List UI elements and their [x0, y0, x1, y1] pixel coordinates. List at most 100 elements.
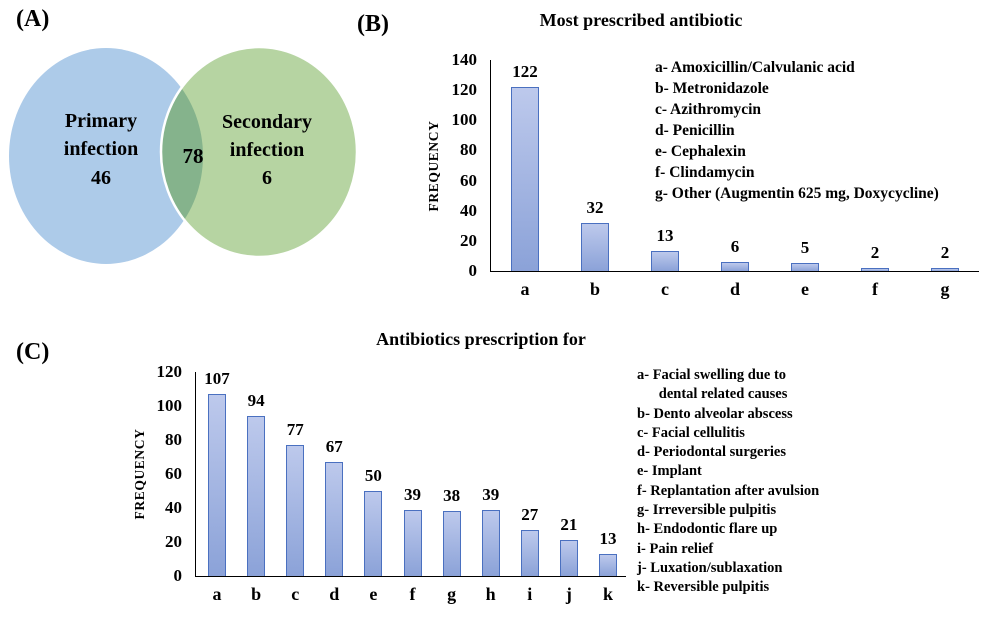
legend-line: c- Facial cellulitis	[637, 424, 745, 441]
venn-diagram: Primary infection 46 Secondary infection…	[9, 45, 359, 264]
bar-value-label: 50	[364, 466, 382, 485]
venn-left-value: 46	[91, 167, 111, 189]
legend-line: i- Pain relief	[637, 540, 714, 557]
venn-right-title-line2: infection	[230, 139, 304, 161]
bar-f	[861, 268, 889, 271]
venn-intersection-value: 78	[183, 144, 204, 168]
x-axis-category-label: b	[251, 584, 262, 604]
bar-value-label: 5	[800, 238, 810, 258]
x-axis-category-label: h	[485, 584, 496, 604]
x-axis-category-label: c	[661, 279, 669, 299]
bar-value-label: 32	[586, 197, 604, 217]
bar-value-label: 122	[512, 62, 538, 82]
bar-value-label: 2	[940, 243, 950, 262]
y-axis-tick-label: 0	[468, 261, 478, 280]
bar-value-label: 39	[404, 484, 421, 504]
x-axis-category-label: g	[447, 584, 457, 604]
bar-c	[286, 445, 305, 576]
panel-c-label: (C)	[16, 339, 50, 365]
bar-e	[364, 491, 383, 576]
venn-left-circle	[9, 48, 203, 264]
bar-value-label: 38	[443, 486, 461, 506]
chart-b-plot-area: 0 20 40 60 80 100 120 140 122 a 32 b 13 c 6 d 5 e 2 f 2 g	[452, 50, 979, 299]
y-axis-tick-label: 40	[165, 498, 182, 517]
venn-left-title-line1: Primary	[65, 110, 137, 132]
x-axis-category-label: a	[520, 279, 530, 299]
y-axis-tick-label: 60	[460, 170, 477, 190]
legend-line: d- Penicillin	[655, 122, 735, 139]
x-axis-category-label: f	[872, 279, 878, 299]
y-axis-tick-label: 120	[451, 80, 478, 100]
bar-b	[247, 416, 266, 576]
legend-line: k- Reversible pulpitis	[637, 579, 770, 596]
chart-b-title: Most prescribed antibiotic	[539, 10, 743, 30]
venn-right-circle-outline	[159, 45, 359, 259]
y-axis-tick-label: 20	[460, 230, 477, 250]
legend-line: h- Endodontic flare up	[637, 521, 778, 538]
x-axis-category-label: f	[409, 584, 416, 604]
x-axis-category-label: g	[940, 279, 950, 299]
y-axis-tick-label: 80	[460, 140, 477, 160]
venn-left-title-line2: infection	[64, 138, 138, 160]
x-axis-category-label: e	[801, 279, 809, 299]
x-axis-category-label: d	[329, 584, 340, 604]
bar-k	[599, 553, 617, 576]
bar-value-label: 2	[870, 243, 880, 262]
bar-a	[208, 394, 226, 576]
chart-c-title: Antibiotics prescription for	[376, 329, 586, 349]
bar-g	[442, 511, 461, 576]
x-axis-category-label: d	[729, 279, 740, 299]
x-axis-category-label: b	[589, 279, 600, 299]
bar-d	[325, 462, 344, 576]
x-axis-category-label: e	[369, 584, 378, 604]
bar-value-label: 107	[204, 369, 230, 389]
bar-value-label: 27	[521, 505, 539, 525]
bar-value-label: 6	[730, 236, 740, 256]
x-axis-category-label: a	[212, 584, 222, 604]
y-axis-tick-label: 40	[460, 200, 477, 220]
legend-line: e- Implant	[637, 463, 702, 480]
y-axis-tick-label: 60	[165, 464, 182, 483]
legend-line: a- Facial swelling due to	[637, 367, 787, 383]
x-axis-category-label: k	[602, 584, 613, 604]
legend-line: d- Periodontal surgeries	[637, 444, 787, 461]
bar-g	[931, 268, 959, 271]
y-axis-tick-label: 100	[156, 396, 183, 415]
legend-line: b- Dento alveolar abscess	[637, 405, 793, 422]
legend-line: f- Replantation after avulsion	[637, 482, 820, 499]
bar-d	[721, 261, 749, 271]
bar-value-label: 77	[286, 420, 304, 440]
bar-value-label: 94	[247, 391, 265, 411]
panel-b-label: (B)	[357, 11, 389, 37]
bar-value-label: 39	[482, 484, 500, 504]
y-axis-tick-label: 120	[156, 362, 183, 381]
bar-i	[520, 530, 539, 576]
y-axis-tick-label: 20	[165, 532, 182, 551]
bar-value-label: 13	[599, 528, 617, 548]
y-axis-tick-label: 0	[173, 566, 183, 585]
venn-right-value: 6	[262, 167, 272, 189]
bar-j	[559, 540, 578, 576]
bar-c	[651, 251, 679, 271]
legend-line: e- Cephalexin	[655, 143, 746, 160]
y-axis-tick-label: 100	[451, 110, 478, 130]
bar-value-label: 13	[656, 226, 674, 246]
legend-line: b- Metronidazole	[655, 80, 769, 97]
bar-value-label: 21	[560, 515, 578, 535]
x-axis-category-label: j	[565, 584, 572, 604]
legend-line: j- Luxation/sublaxation	[637, 559, 783, 576]
legend-line: g- Other (Augmentin 625 mg, Doxycycline)	[655, 185, 939, 202]
bar-f	[403, 509, 422, 576]
y-axis-tick-label: 80	[165, 430, 182, 449]
bar-b	[581, 222, 609, 271]
panel-a-label: (A)	[16, 6, 50, 32]
y-axis-tick-label: 140	[451, 50, 478, 69]
venn-right-circle	[161, 47, 357, 257]
legend-line: f- Clindamycin	[655, 164, 755, 181]
bar-e	[791, 263, 819, 271]
bar-value-label: 67	[325, 437, 343, 457]
x-axis-category-label: i	[527, 584, 533, 604]
